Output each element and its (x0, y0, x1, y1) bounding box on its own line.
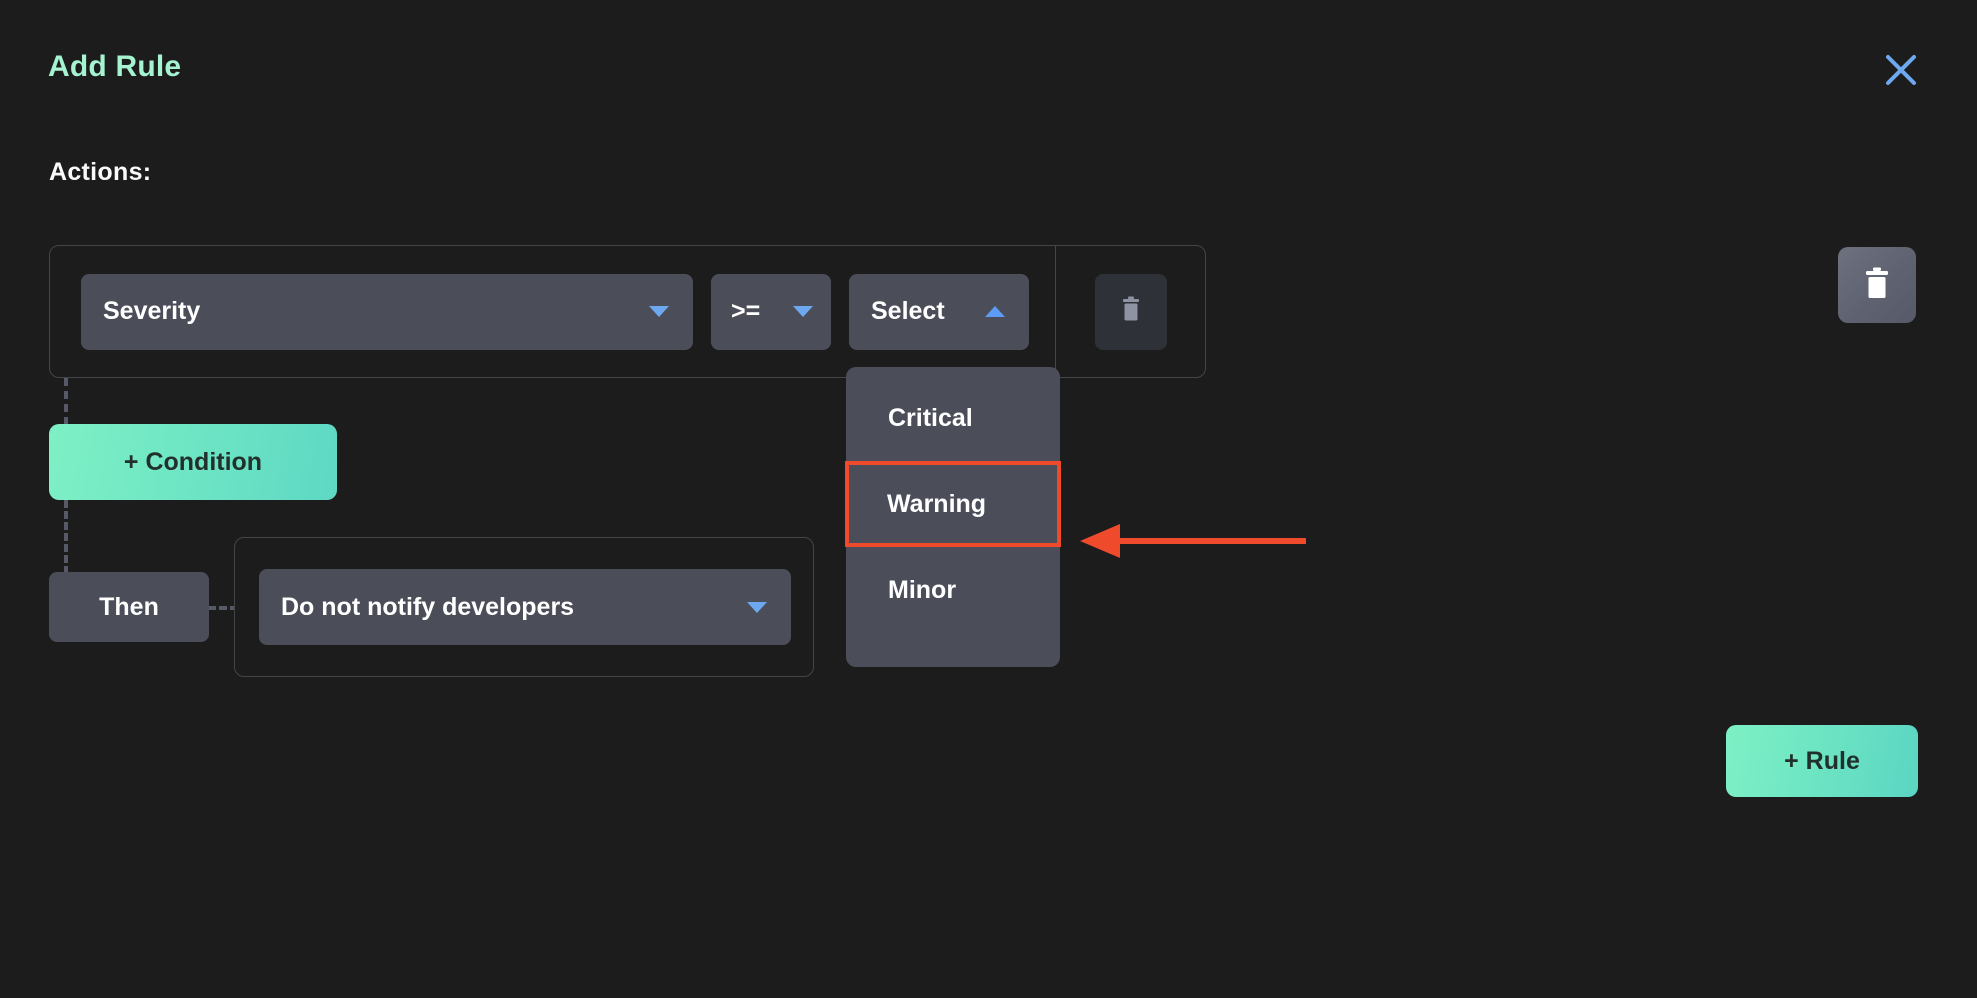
dropdown-option-critical[interactable]: Critical (888, 403, 973, 432)
close-icon (1884, 53, 1918, 87)
trash-icon (1118, 295, 1144, 328)
condition-value-select[interactable]: Select (849, 273, 1029, 350)
left-arrow-icon (1078, 524, 1308, 565)
actions-section-label: Actions: (49, 158, 152, 186)
dropdown-option-minor[interactable]: Minor (888, 575, 957, 604)
condition-row-container: Severity >= Select (49, 245, 1206, 378)
condition-field-select[interactable]: Severity (81, 273, 693, 350)
severity-options-menu: Critical Warning Minor (845, 367, 1061, 667)
then-action-value: Do not notify developers (281, 592, 575, 621)
add-rule-button[interactable]: + Rule (1726, 725, 1918, 797)
then-action-container: Do not notify developers (234, 537, 814, 677)
condition-fields: Severity >= Select (50, 246, 1029, 377)
connector-line-middle (64, 500, 68, 574)
condition-field-value: Severity (103, 297, 201, 325)
delete-rule-button[interactable] (1838, 247, 1916, 323)
page-title: Add Rule (48, 50, 182, 83)
chevron-down-icon (793, 306, 813, 317)
condition-delete-slot (1056, 273, 1205, 350)
close-button[interactable] (1881, 50, 1921, 90)
chevron-down-icon (649, 306, 669, 317)
group-divider (1055, 246, 1056, 377)
annotation-arrow (1078, 521, 1308, 566)
condition-operator-select[interactable]: >= (711, 273, 831, 350)
then-badge: Then (49, 572, 209, 642)
dropdown-option-warning[interactable]: Warning (845, 461, 1061, 547)
connector-line-then (208, 606, 238, 610)
add-condition-button[interactable]: + Condition (49, 424, 337, 500)
chevron-down-icon (747, 601, 767, 613)
condition-value-text: Select (871, 297, 945, 325)
then-action-select[interactable]: Do not notify developers (259, 569, 791, 645)
chevron-up-icon (985, 306, 1005, 317)
delete-condition-button[interactable] (1094, 273, 1167, 350)
connector-line-top (64, 378, 68, 425)
trash-icon (1861, 266, 1893, 305)
condition-operator-value: >= (731, 297, 761, 325)
